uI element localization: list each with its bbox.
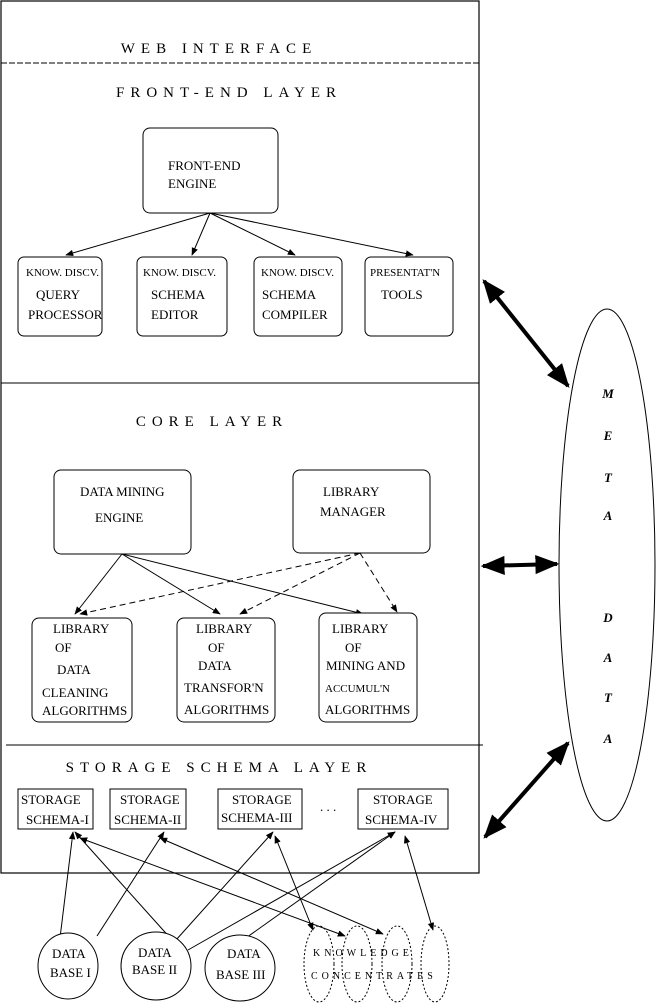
schema-editor-label-1: KNOW. DISCV.	[143, 267, 216, 279]
storage-schema-4-label-2: SCHEMA-IV	[365, 812, 438, 827]
storage-schema-3-label-2: SCHEMA-III	[221, 810, 293, 825]
knowledge-concentrate-3	[381, 925, 413, 1003]
presentation-tools-label-2: TOOLS	[381, 287, 423, 302]
transformation-library-box: LIBRARY OF DATA TRANSFOR'N ALGORITHMS	[176, 617, 276, 723]
knowledge-concentrate-1	[303, 925, 335, 1003]
storage-schema-1-label-2: SCHEMA-I	[26, 812, 89, 827]
front-end-layer-title: FRONT-END LAYER	[116, 85, 342, 101]
metadata-letter-a: A	[603, 508, 613, 523]
core-layer-title: CORE LAYER	[136, 414, 288, 430]
library-manager-label-2: MANAGER	[320, 504, 386, 519]
schema-editor-label-2: SCHEMA	[151, 287, 206, 302]
metadata-letters: M E T A D A T A	[601, 386, 614, 746]
database-3: DATA BASE III	[204, 934, 276, 1002]
knowledge-concentrates-label-2: CONCENTRATES	[311, 971, 437, 982]
knowledge-concentrates-label-1: KNOWLEDGE	[313, 948, 413, 959]
mining-library-label-5: ALGORITHMS	[325, 702, 410, 717]
metadata-letter-t2: T	[604, 690, 613, 705]
knowledge-concentrate-2	[341, 925, 373, 1003]
storage-schema-2-box: STORAGE SCHEMA-II	[109, 788, 187, 830]
storage-schema-4-label-1: STORAGE	[373, 792, 433, 807]
schema-compiler-box: KNOW. DISCV. SCHEMA COMPILER	[253, 256, 343, 337]
library-manager-arrows	[79, 552, 398, 616]
transformation-library-label-2: OF	[208, 640, 225, 655]
storage-ellipsis: . . .	[320, 799, 336, 814]
presentation-tools-label-1: PRESENTAT'N	[370, 267, 440, 279]
front-end-engine-label-1: FRONT-END	[168, 158, 240, 173]
metadata-letter-e: E	[603, 428, 613, 443]
storage-schema-3-label-1: STORAGE	[232, 792, 292, 807]
metadata-letter-m: M	[601, 386, 614, 401]
database-arrows	[59, 831, 435, 951]
core-metadata-arrow	[480, 554, 560, 576]
knowledge-concentrates	[303, 925, 450, 1003]
database-3-label-1: DATA	[227, 946, 261, 961]
presentation-tools-box: PRESENTAT'N TOOLS	[364, 256, 454, 337]
database-1-label-1: DATA	[52, 946, 86, 961]
metadata-letter-a2: A	[603, 650, 613, 665]
web-interface-title: WEB INTERFACE	[121, 41, 317, 57]
cleaning-library-label-3: DATA	[57, 662, 91, 677]
schema-compiler-label-2: SCHEMA	[262, 287, 317, 302]
cleaning-library-box: LIBRARY OF DATA CLEANING ALGORITHMS	[31, 617, 133, 723]
mining-engine-arrows	[74, 553, 364, 616]
front-end-metadata-arrow	[482, 279, 570, 388]
data-mining-engine-box: DATA MINING ENGINE	[53, 469, 192, 555]
mining-library-box: LIBRARY OF MINING AND ACCUMUL'N ALGORITH…	[318, 612, 418, 723]
transformation-library-label-5: ALGORITHMS	[184, 702, 269, 717]
knowledge-concentrate-4	[420, 925, 450, 1003]
query-processor-label-3: PROCESSOR	[28, 307, 103, 322]
front-end-engine-box: FRONT-END ENGINE	[142, 127, 279, 214]
library-manager-box: LIBRARY MANAGER	[292, 469, 431, 554]
front-end-engine-label-2: ENGINE	[168, 176, 216, 191]
storage-schema-2-label-2: SCHEMA-II	[114, 812, 181, 827]
database-3-label-2: BASE III	[216, 967, 265, 982]
metadata-arrows	[480, 279, 570, 839]
cleaning-library-label-1: LIBRARY	[53, 621, 110, 636]
database-2-label-1: DATA	[138, 945, 172, 960]
storage-schema-2-label-1: STORAGE	[120, 792, 180, 807]
database-1: DATA BASE I	[37, 932, 99, 1000]
schema-compiler-label-1: KNOW. DISCV.	[261, 267, 334, 279]
database-2: DATA BASE II	[120, 931, 192, 1001]
query-processor-label-1: KNOW. DISCV.	[26, 267, 99, 279]
storage-schema-1-label-1: STORAGE	[21, 792, 81, 807]
transformation-library-label-1: LIBRARY	[196, 621, 253, 636]
query-processor-box: KNOW. DISCV. QUERY PROCESSOR	[17, 256, 103, 337]
schema-editor-box: KNOW. DISCV. SCHEMA EDITOR	[136, 256, 228, 337]
metadata-letter-t: T	[604, 470, 613, 485]
metadata-letter-a3: A	[603, 731, 613, 746]
cleaning-library-label-4: CLEANING	[42, 685, 108, 700]
mining-library-label-1: LIBRARY	[332, 621, 389, 636]
metadata-letter-d: D	[602, 610, 613, 625]
front-end-arrows	[65, 212, 414, 257]
library-manager-label-1: LIBRARY	[323, 484, 380, 499]
schema-editor-label-3: EDITOR	[151, 307, 199, 322]
transformation-library-label-4: TRANSFOR'N	[184, 680, 264, 695]
transformation-library-label-3: DATA	[198, 658, 232, 673]
storage-schema-4-box: STORAGE SCHEMA-IV	[357, 788, 449, 830]
database-2-label-2: BASE II	[132, 962, 177, 977]
mining-library-label-4: ACCUMUL'N	[325, 683, 390, 695]
schema-compiler-label-3: COMPILER	[262, 307, 328, 322]
data-mining-engine-label-2: ENGINE	[95, 510, 143, 525]
storage-schema-3-box: STORAGE SCHEMA-III	[217, 788, 303, 830]
storage-metadata-arrow	[483, 741, 570, 839]
storage-schema-layer-title: STORAGE SCHEMA LAYER	[66, 760, 373, 776]
cleaning-library-label-5: ALGORITHMS	[42, 703, 127, 718]
query-processor-label-2: QUERY	[36, 287, 81, 302]
storage-schema-1-box: STORAGE SCHEMA-I	[17, 788, 94, 830]
mining-library-label-3: MINING AND	[326, 658, 405, 673]
mining-library-label-2: OF	[345, 640, 362, 655]
database-1-label-2: BASE I	[50, 965, 91, 980]
cleaning-library-label-2: OF	[55, 640, 72, 655]
data-mining-engine-label-1: DATA MINING	[80, 484, 165, 499]
